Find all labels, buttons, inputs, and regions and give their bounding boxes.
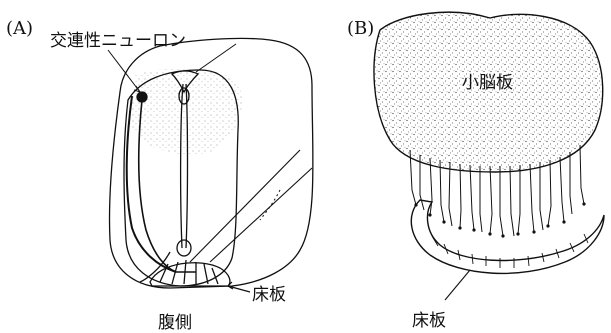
ventral-label: 腹側 <box>158 313 192 333</box>
panel-a-letter: (A) <box>6 18 33 39</box>
floor-plate-label-b: 床板 <box>412 311 446 331</box>
floor-plate-band <box>411 200 604 273</box>
commissural-neuron-label: 交連性ニューロン <box>50 31 186 51</box>
panel-b-diagram <box>374 12 604 300</box>
panel-a-diagram <box>108 38 313 292</box>
panel-b-letter: (B) <box>347 18 374 39</box>
floor-plate-label-a: 床板 <box>252 285 286 305</box>
cerebellar-plate-label: 小脳板 <box>462 73 513 93</box>
